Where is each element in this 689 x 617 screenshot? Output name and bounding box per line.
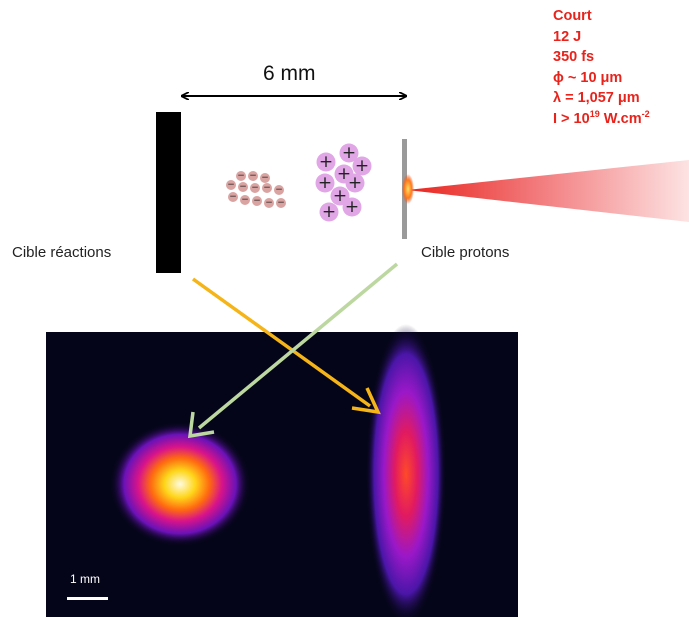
- proton-spot: [366, 324, 446, 617]
- scale-bar-label: 1 mm: [70, 572, 100, 586]
- proton: +: [316, 152, 336, 172]
- svg-text:−: −: [227, 180, 235, 190]
- electron: −: [264, 198, 274, 208]
- svg-text:−: −: [249, 171, 257, 181]
- electron: −: [238, 182, 248, 192]
- reaction-target-label: Cible réactions: [12, 244, 112, 261]
- proton: +: [342, 197, 362, 217]
- param-energy: 12 J: [553, 28, 582, 45]
- laser-hotspot: [402, 174, 414, 204]
- arrow-yellow-head: [351, 387, 381, 415]
- param-wavelength: λ = 1,057 μm: [553, 90, 640, 106]
- proton: +: [330, 186, 350, 206]
- electron-cloud: −−−−−−−−−−−−−: [226, 171, 286, 208]
- svg-text:+: +: [318, 173, 332, 193]
- param-spot: ϕ ~ 10 μm: [553, 69, 623, 86]
- svg-text:+: +: [322, 202, 336, 222]
- svg-text:−: −: [251, 183, 259, 193]
- svg-text:−: −: [261, 173, 269, 183]
- electron: −: [226, 180, 236, 190]
- param-mode: Court: [553, 8, 592, 24]
- svg-text:−: −: [277, 198, 285, 208]
- distance-label: 6 mm: [263, 62, 316, 85]
- electron: −: [260, 173, 270, 183]
- proton: +: [339, 143, 359, 163]
- param-intensity: I > 1019 W.cm-2: [553, 108, 650, 127]
- svg-text:+: +: [342, 143, 356, 163]
- arrow-green-head: [187, 411, 215, 439]
- svg-text:+: +: [355, 156, 369, 176]
- proton-target-label: Cible protons: [421, 244, 510, 261]
- proton: +: [315, 173, 335, 193]
- electron: −: [248, 171, 258, 181]
- svg-text:−: −: [241, 195, 249, 205]
- svg-text:−: −: [263, 183, 271, 193]
- electron: −: [228, 192, 238, 202]
- arrow-green: [197, 262, 399, 430]
- reaction-target: [156, 112, 181, 273]
- svg-text:+: +: [319, 152, 333, 172]
- proton-cloud: +++++++++: [315, 143, 372, 222]
- electron: −: [252, 196, 262, 206]
- svg-text:+: +: [333, 186, 347, 206]
- electron: −: [240, 195, 250, 205]
- svg-text:−: −: [265, 198, 273, 208]
- proton: +: [352, 156, 372, 176]
- proton: +: [345, 173, 365, 193]
- reaction-spot: [110, 422, 250, 546]
- electron: −: [236, 171, 246, 181]
- svg-text:+: +: [348, 173, 362, 193]
- svg-text:−: −: [229, 192, 237, 202]
- svg-text:−: −: [253, 196, 261, 206]
- svg-text:+: +: [345, 197, 359, 217]
- electron: −: [250, 183, 260, 193]
- electron: −: [276, 198, 286, 208]
- svg-text:−: −: [239, 182, 247, 192]
- scale-bar: [67, 597, 108, 600]
- laser-parameters: Court 12 J 350 fs ϕ ~ 10 μm λ = 1,057 μm…: [553, 6, 650, 129]
- svg-text:−: −: [275, 185, 283, 195]
- electron: −: [262, 183, 272, 193]
- svg-text:−: −: [237, 171, 245, 181]
- proton: +: [319, 202, 339, 222]
- arrow-yellow: [191, 277, 372, 408]
- electron: −: [274, 185, 284, 195]
- param-duration: 350 fs: [553, 49, 595, 65]
- laser-beam: [407, 160, 689, 222]
